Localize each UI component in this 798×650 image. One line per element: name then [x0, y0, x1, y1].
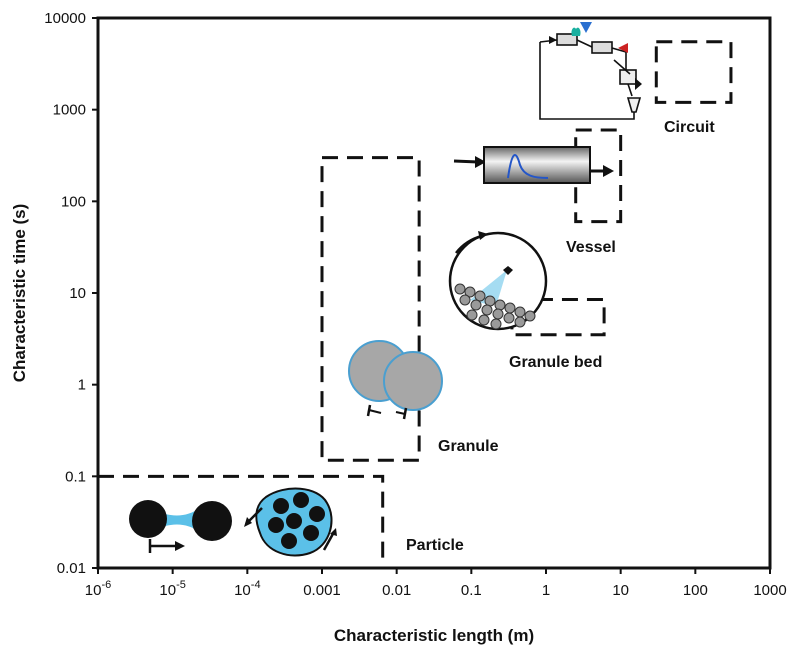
x-tick-label: 10-5 [159, 579, 185, 599]
region-labels: Particle Granule Granule bed Vessel Circuit [406, 119, 715, 554]
x-tick-label: 1000 [753, 582, 786, 599]
plot-frame [96, 16, 772, 570]
vessel-illustration [453, 146, 614, 184]
x-tick-label: 0.01 [382, 582, 411, 599]
y-tick-label: 100 [61, 193, 86, 210]
region-label-circuit: Circuit [664, 119, 715, 136]
region-label-particle: Particle [406, 537, 464, 554]
y-tick-label: 1000 [53, 102, 86, 119]
x-tick-label: 0.001 [303, 582, 341, 599]
y-tick-label: 1 [78, 377, 86, 394]
x-tick-label: 10-4 [234, 579, 260, 599]
region-label-granule: Granule [438, 438, 499, 455]
circuit-arrows [549, 22, 642, 90]
x-tick-label: 1 [542, 582, 550, 599]
granulation-drum-illustration [448, 231, 548, 331]
x-axis-title: Characteristic length (m) [334, 626, 534, 645]
x-tick-label: 100 [683, 582, 708, 599]
region-label-vessel: Vessel [566, 239, 616, 256]
granule-coalescence-illustration [348, 340, 443, 420]
y-tick-label: 10 [69, 285, 86, 302]
region-box-particle [98, 474, 385, 568]
x-tick-label: 10 [612, 582, 629, 599]
circuit-flowsheet-illustration [539, 33, 642, 120]
y-tick-labels: 0.01 0.1 1 10 100 1000 10000 [44, 10, 86, 577]
region-box-circuit [654, 40, 733, 104]
x-tick-labels: 10-6 10-5 10-4 0.001 0.01 0.1 1 10 100 1000 [85, 579, 787, 599]
x-tick-label: 0.1 [461, 582, 482, 599]
y-axis-title: Characteristic time (s) [10, 204, 29, 383]
region-label-granule-bed: Granule bed [509, 354, 602, 371]
agglomerate-illustration [244, 487, 337, 557]
y-tick-label: 0.01 [57, 560, 86, 577]
x-tick-label: 10-6 [85, 579, 111, 599]
axis-ticks [92, 17, 771, 574]
y-tick-label: 0.1 [65, 468, 86, 485]
y-tick-label: 10000 [44, 10, 86, 27]
liquid-bridge-illustration [129, 500, 232, 553]
